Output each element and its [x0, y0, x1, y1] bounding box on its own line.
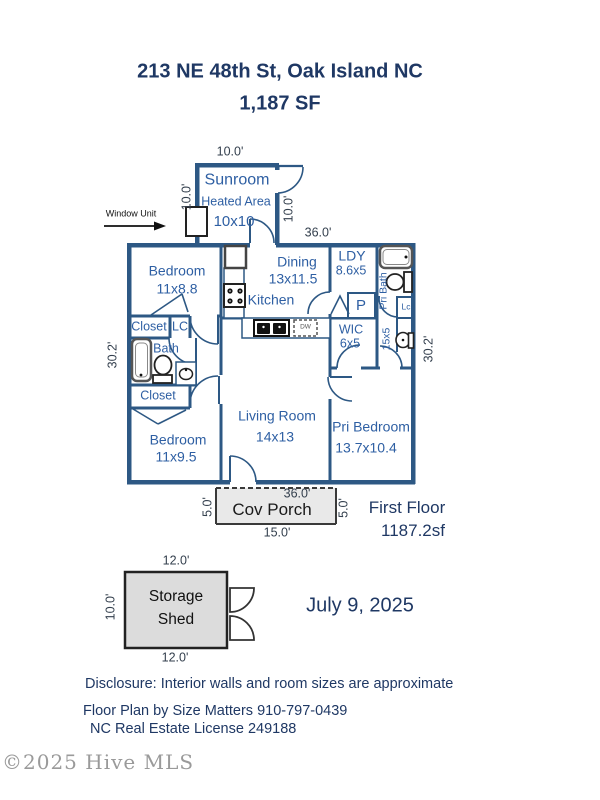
pri-toilet-icon — [385, 271, 413, 293]
total-area-label: 1,187 SF — [239, 92, 321, 115]
dim-plan-top: 36.0' — [304, 225, 332, 240]
room-label-pantry: P — [355, 297, 367, 315]
shed-door-lower — [229, 615, 255, 641]
hall-closet-door — [379, 345, 403, 369]
sunroom-exterior-door — [277, 166, 304, 194]
pri-bath-door — [378, 297, 399, 318]
front-door — [229, 455, 257, 483]
room-label-kitchen: Kitchen — [247, 291, 295, 308]
porch-label: Cov Porch — [232, 500, 312, 520]
door-swings — [132, 164, 403, 483]
bedroom1-door — [189, 315, 219, 345]
storage-shed-shape — [123, 570, 255, 650]
shed-label-line2: Shed — [157, 610, 195, 628]
room-label-lc2: Lc — [401, 301, 411, 312]
dim-porch-left: 5.0' — [200, 497, 215, 517]
sunroom-size: 10x10 — [213, 213, 255, 231]
dim-sunroom-top: 10.0' — [216, 144, 244, 159]
date-label: July 9, 2025 — [306, 594, 414, 617]
dim-plan-bottom: 36.0' — [283, 486, 311, 501]
room-size-dining: 13x11.5 — [268, 270, 318, 287]
window-unit-label: Window Unit — [105, 208, 157, 219]
closet2-angled-door — [132, 408, 187, 425]
dishwasher-label: DW — [300, 323, 311, 331]
room-label-sunroom: Sunroom — [204, 171, 270, 189]
dim-plan-right: 30.2' — [421, 335, 436, 363]
dim-sunroom-right: 10.0' — [281, 195, 296, 223]
pri-bedroom-door — [327, 376, 353, 402]
dim-shed-top: 12.0' — [162, 553, 190, 568]
fridge-icon — [223, 244, 248, 270]
dishwasher-icon — [293, 319, 318, 337]
mls-copyright: ©2025 Hive MLS — [2, 750, 195, 774]
license-text: NC Real Estate License 249188 — [90, 721, 297, 737]
dim-shed-left: 10.0' — [103, 593, 118, 621]
first-floor-label: First Floor — [368, 498, 446, 518]
dim-porch-bottom: 15.0' — [263, 525, 291, 540]
room-label-living: Living Room — [238, 407, 316, 424]
room-label-dining: Dining — [277, 253, 317, 270]
page-title: 213 NE 48th St, Oak Island NC — [137, 60, 423, 83]
kitchen-sink-icon — [253, 319, 290, 337]
first-floor-area: 1187.2sf — [381, 521, 445, 541]
sunroom-dining-door — [249, 218, 275, 244]
room-label-laundry: LDY — [338, 247, 366, 264]
room-size-bedroom2: 11x9.5 — [155, 448, 197, 465]
dim-plan-left: 30.2' — [105, 341, 120, 369]
window-unit-icon — [104, 206, 208, 237]
room-size-living: 14x13 — [255, 428, 295, 445]
wic-door — [336, 344, 361, 369]
pri-bathtub-icon — [378, 244, 414, 270]
bedroom2-door — [189, 375, 219, 405]
room-label-bedroom1: Bedroom — [148, 262, 206, 279]
closet1-angled-door — [150, 293, 189, 316]
disclosure-text: Disclosure: Interior walls and room size… — [85, 676, 454, 692]
room-label-lc: LC — [172, 319, 188, 334]
hall-dining-door — [307, 291, 331, 315]
room-size-laundry: 8.6x5 — [335, 263, 367, 278]
hall-size-label: 15x5 — [380, 327, 393, 351]
room-size-wic: 6x5 — [339, 336, 361, 351]
dim-shed-bottom: 12.0' — [161, 650, 189, 665]
credit-text: Floor Plan by Size Matters 910-797-0439 — [83, 703, 348, 719]
room-size-pri-bedroom: 13.7x10.4 — [335, 439, 397, 456]
sunroom-note: Heated Area — [201, 194, 271, 209]
room-label-bath: Bath — [153, 341, 179, 356]
room-size-bedroom1: 11x8.8 — [156, 280, 198, 297]
shed-door-upper — [229, 587, 255, 613]
room-label-wic: WIC — [338, 322, 364, 337]
room-label-closet1: Closet — [131, 319, 167, 334]
bath-sink-icon — [175, 361, 197, 386]
room-label-bedroom2: Bedroom — [149, 431, 207, 448]
pantry-linen-boxes — [347, 292, 414, 319]
arrow-icon — [154, 221, 166, 231]
room-label-pri-bath: Pri Bath — [377, 272, 390, 310]
room-label-pri-bedroom: Pri Bedroom — [332, 418, 410, 435]
stove-icon — [223, 283, 246, 308]
bathtub-icon — [130, 337, 153, 383]
pantry-bifold-door — [330, 294, 350, 315]
dim-porch-right: 5.0' — [336, 498, 351, 518]
dim-sunroom-left: 10.0' — [179, 183, 194, 211]
room-label-closet2: Closet — [140, 388, 176, 403]
covered-porch-shape — [215, 487, 337, 525]
shed-label-line1: Storage — [148, 587, 204, 605]
toilet-icon — [152, 354, 173, 384]
pedestal-sink-icon — [395, 331, 415, 349]
